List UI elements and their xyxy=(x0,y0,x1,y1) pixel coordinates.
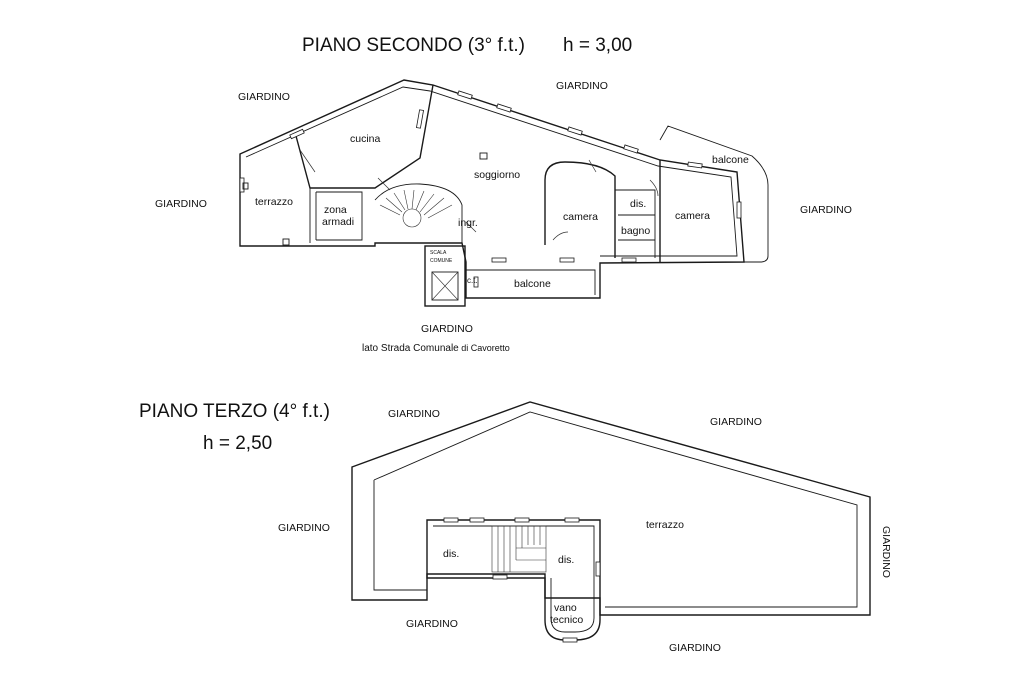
room-ingr: ingr. xyxy=(458,217,478,229)
room-soggiorno: soggiorno xyxy=(474,169,520,181)
floor3-plan: PIANO TERZO (4° f.t.) h = 2,50 terrazzo … xyxy=(139,401,892,654)
floor3-core-inner xyxy=(433,525,600,633)
floor2-height: h = 3,00 xyxy=(563,35,632,56)
room-scala-1: SCALA xyxy=(430,250,447,256)
floor3-stairs xyxy=(491,525,547,573)
floor3-outer-wall xyxy=(351,401,871,616)
f3-garden-bottom-right: GIARDINO xyxy=(669,642,721,654)
f3-room-terrazzo: terrazzo xyxy=(646,519,684,531)
room-camera-2: camera xyxy=(675,210,710,222)
floor2-windows xyxy=(239,90,742,288)
room-dis: dis. xyxy=(630,198,646,210)
bagno-wall xyxy=(615,189,656,258)
camera1-wall xyxy=(544,161,616,258)
street-caption: lato Strada Comunale di Cavoretto xyxy=(362,343,510,354)
floor2-inner-wall xyxy=(245,86,738,257)
room-balcone-bottom: balcone xyxy=(514,278,551,290)
f3-room-vano-2: tecnico xyxy=(550,614,583,626)
floor3-height: h = 2,50 xyxy=(203,433,272,454)
room-zona-armadi-1: zona xyxy=(324,204,347,216)
f3-garden-top-left: GIARDINO xyxy=(388,408,440,420)
column-marker xyxy=(479,152,488,160)
room-terrazzo: terrazzo xyxy=(255,196,293,208)
room-camera-1: camera xyxy=(563,211,598,223)
stairwell xyxy=(374,183,463,243)
f3-room-dis-2: dis. xyxy=(558,554,574,566)
pillar-marker-2 xyxy=(242,182,249,190)
street-caption-prefix: lato Strada Comunale xyxy=(362,343,459,354)
garden-top-center: GIARDINO xyxy=(556,80,608,92)
room-zona-armadi-2: armadi xyxy=(322,216,354,228)
f3-garden-bottom-left: GIARDINO xyxy=(406,618,458,630)
f3-room-vano-1: vano xyxy=(554,602,577,614)
floor2-doors xyxy=(299,149,659,241)
room-cucina: cucina xyxy=(350,133,381,145)
scala-comune-box xyxy=(424,245,466,307)
terrazzo-wall xyxy=(309,188,363,243)
floor3-inner-wall xyxy=(373,411,858,608)
elevator-cross xyxy=(431,271,459,301)
garden-right: GIARDINO xyxy=(800,204,852,216)
f3-garden-top-right: GIARDINO xyxy=(710,416,762,428)
garden-bottom: GIARDINO xyxy=(421,323,473,335)
garden-left: GIARDINO xyxy=(155,198,207,210)
balcone-bottom-outline xyxy=(466,269,596,295)
floor2-outer-wall xyxy=(239,79,745,299)
room-scala-2: COMUNE xyxy=(430,258,453,264)
kitchen-wall xyxy=(295,84,434,189)
f3-garden-right: GIARDINO xyxy=(880,526,892,578)
f3-room-dis-1: dis. xyxy=(443,548,459,560)
garden-top-left: GIARDINO xyxy=(238,91,290,103)
street-caption-suffix: di Cavoretto xyxy=(459,343,510,353)
elevator-box xyxy=(431,271,459,301)
floor3-windows xyxy=(443,517,601,643)
pillar-marker xyxy=(282,238,290,246)
room-balcone-top: balcone xyxy=(712,154,749,166)
floor2-plan: PIANO SECONDO (3° f.t.) h = 3,00 xyxy=(155,35,852,354)
balcone-top-outline xyxy=(659,125,769,263)
room-bagno: bagno xyxy=(621,225,650,237)
floor2-title: PIANO SECONDO (3° f.t.) xyxy=(302,35,525,56)
floor3-title: PIANO TERZO (4° f.t.) xyxy=(139,401,330,422)
room-ct: c.t. xyxy=(467,276,478,285)
f3-garden-left: GIARDINO xyxy=(278,522,330,534)
